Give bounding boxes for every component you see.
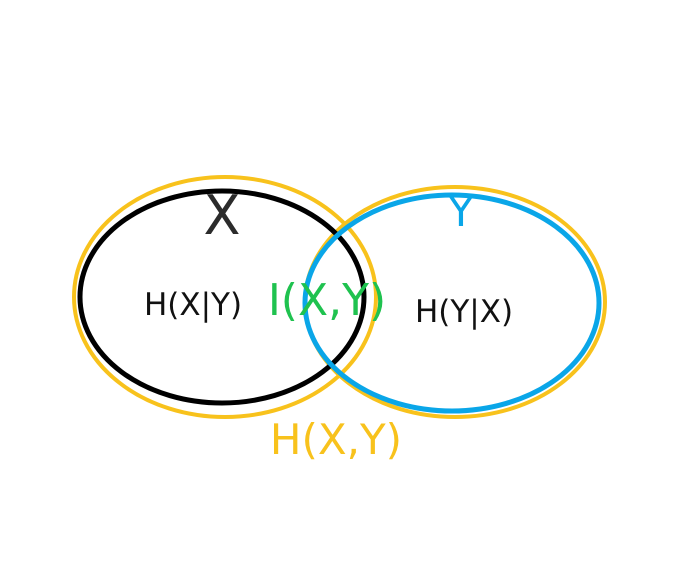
set-y-label: Y (447, 187, 474, 236)
set-x-ellipse (77, 188, 367, 406)
joint-entropy-label: H(X,Y) (270, 415, 402, 464)
set-x-label: X (204, 184, 241, 247)
joint-entropy-outline-left (72, 175, 378, 419)
conditional-entropy-x-given-y-label: H(X|Y) (144, 287, 242, 323)
conditional-entropy-y-given-x-label: H(Y|X) (415, 294, 513, 330)
set-y-ellipse (302, 192, 602, 414)
mutual-information-label: I(X,Y) (268, 275, 386, 326)
